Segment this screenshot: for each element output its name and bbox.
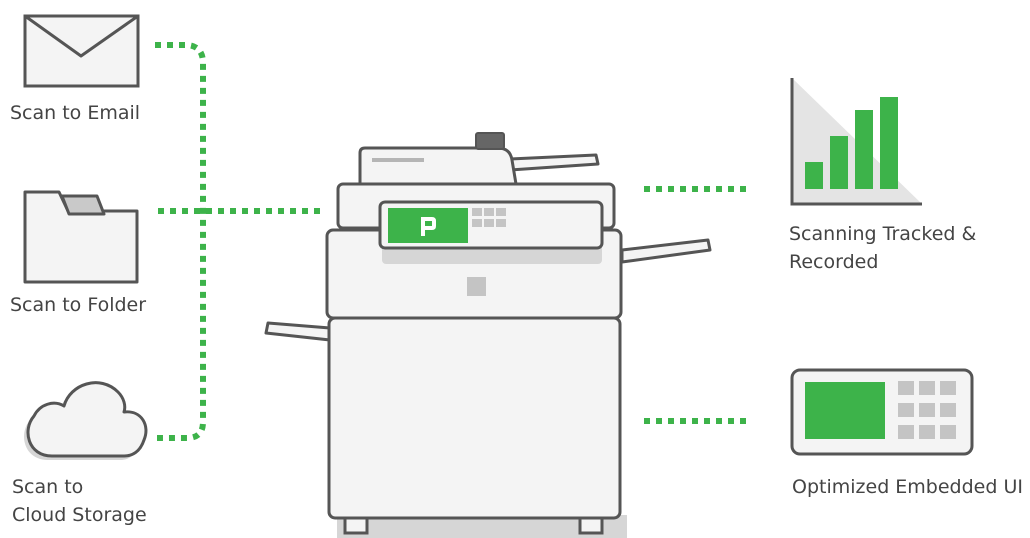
envelope-icon [25, 16, 138, 86]
folder-icon [25, 192, 137, 282]
chart-bar-4 [880, 97, 898, 189]
scan-to-cloud-label-line1: Scan to [12, 474, 83, 501]
cloud-icon [24, 383, 146, 460]
chart-bar-3 [855, 110, 873, 189]
scan-to-email-label: Scan to Email [10, 100, 140, 127]
scanning-tracked-label-line1: Scanning Tracked & [789, 221, 976, 248]
optimized-ui-label: Optimized Embedded UI [792, 474, 1023, 501]
connector-left [155, 45, 320, 438]
scan-to-folder-label: Scan to Folder [10, 292, 146, 319]
connector-right [644, 189, 750, 421]
chart-bar-2 [830, 136, 848, 189]
embedded-ui-icon [792, 370, 972, 454]
scanning-tracked-label-line2: Recorded [789, 249, 878, 276]
printer-icon [266, 133, 710, 538]
chart-bar-1 [805, 162, 823, 189]
scan-to-cloud-label-line2: Cloud Storage [12, 502, 147, 529]
bar-chart-icon [792, 78, 922, 204]
